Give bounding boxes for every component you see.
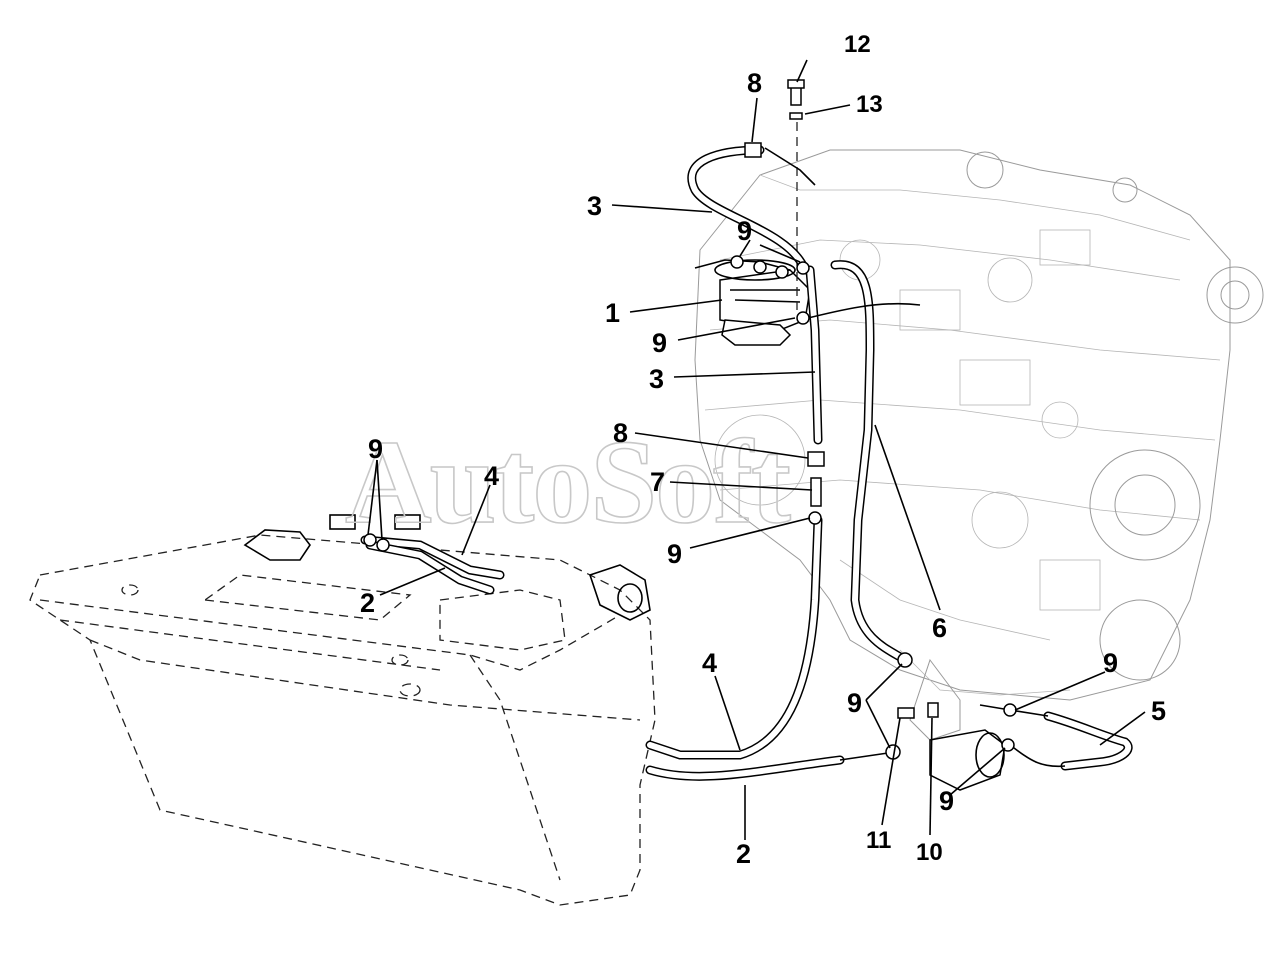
callout-9-pump-bottom: 9 — [939, 786, 954, 816]
fuel-tank — [29, 514, 656, 906]
callout-10: 10 — [916, 839, 943, 866]
callout-9-filter-bottom: 9 — [652, 328, 667, 358]
callout-9-tank: 9 — [368, 434, 383, 464]
hose-6 — [799, 260, 921, 665]
callout-7: 7 — [650, 467, 665, 497]
callout-1: 1 — [605, 298, 620, 328]
fuel-pump — [897, 702, 1006, 791]
callout-3-lower: 3 — [649, 364, 664, 394]
callout-5: 5 — [1151, 696, 1166, 726]
callout-8-lower: 8 — [613, 418, 628, 448]
callout-9-filter-top: 9 — [737, 216, 752, 246]
callout-13: 13 — [856, 91, 883, 118]
callout-2-tank: 2 — [360, 588, 375, 618]
hose-clamps — [363, 142, 1017, 760]
callout-4-lower: 4 — [702, 648, 717, 678]
hose-4 — [360, 515, 823, 760]
callout-11: 11 — [866, 827, 891, 854]
hose-3-upper — [687, 145, 816, 275]
callout-4-tank: 4 — [484, 461, 499, 491]
callout-9-lower: 9 — [667, 539, 682, 569]
callout-2-lower: 2 — [736, 839, 751, 869]
callout-9-pump-left: 9 — [847, 688, 862, 718]
callout-labels: 12 13 8 3 9 1 9 3 8 7 9 9 4 2 6 4 9 9 5 … — [360, 31, 1166, 869]
callout-9-pump-right: 9 — [1103, 648, 1118, 678]
hose-5 — [979, 704, 1133, 771]
leader-lines — [367, 59, 1146, 840]
engine-block — [694, 149, 1264, 741]
watermark-text: AutoSoft — [345, 415, 791, 548]
callout-3-top: 3 — [587, 191, 602, 221]
hose-3-lower — [805, 265, 823, 445]
callout-6: 6 — [932, 613, 947, 643]
callout-8-top: 8 — [747, 68, 762, 98]
callout-12: 12 — [844, 31, 871, 58]
bolt-and-washer — [787, 79, 805, 310]
hose-2 — [365, 540, 889, 781]
fuel-filter — [694, 255, 811, 346]
